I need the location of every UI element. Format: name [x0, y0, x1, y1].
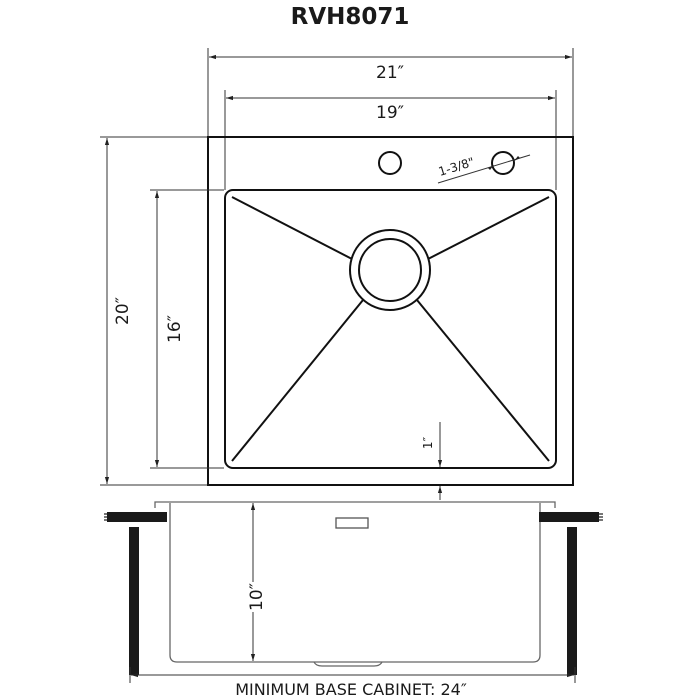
- overall-width-label: 21″: [376, 63, 404, 83]
- hole-diameter-label: 1-3/8": [437, 155, 476, 179]
- drain-bump: [313, 661, 383, 667]
- drain-outer-ring-icon: [349, 229, 431, 311]
- side-view: 10″ MINIMUM BASE CABINET: 24″: [104, 501, 603, 699]
- minimum-cabinet-caption: MINIMUM BASE CABINET: 24″: [235, 680, 467, 699]
- sink-bowl-profile: [169, 503, 541, 663]
- faucet-hole-icon: [378, 151, 402, 175]
- right-countertop: [539, 512, 603, 522]
- model-title: RVH8071: [291, 4, 410, 30]
- right-cabinet-wall: [567, 527, 577, 675]
- sink-bowl: [224, 189, 557, 469]
- bowl-height-label: 10″: [247, 583, 267, 611]
- sink-outer-rim: [207, 136, 574, 486]
- bottom-offset-label: 1″: [421, 436, 435, 449]
- left-countertop: [104, 512, 167, 522]
- top-view: 21″ 19″ 1-3/8" 20″ 16: [100, 48, 574, 500]
- left-cabinet-wall: [129, 527, 139, 675]
- drain-inner-ring-icon: [358, 238, 422, 302]
- faucet-hole-icon: [491, 151, 515, 175]
- sink-flange: [154, 501, 556, 508]
- bowl-depth-label: 16″: [165, 315, 185, 343]
- bowl-width-label: 19″: [376, 103, 404, 123]
- hole-diameter-dimension-line: [437, 154, 531, 184]
- overflow-slot-icon: [335, 517, 369, 529]
- overall-depth-label: 20″: [113, 297, 133, 325]
